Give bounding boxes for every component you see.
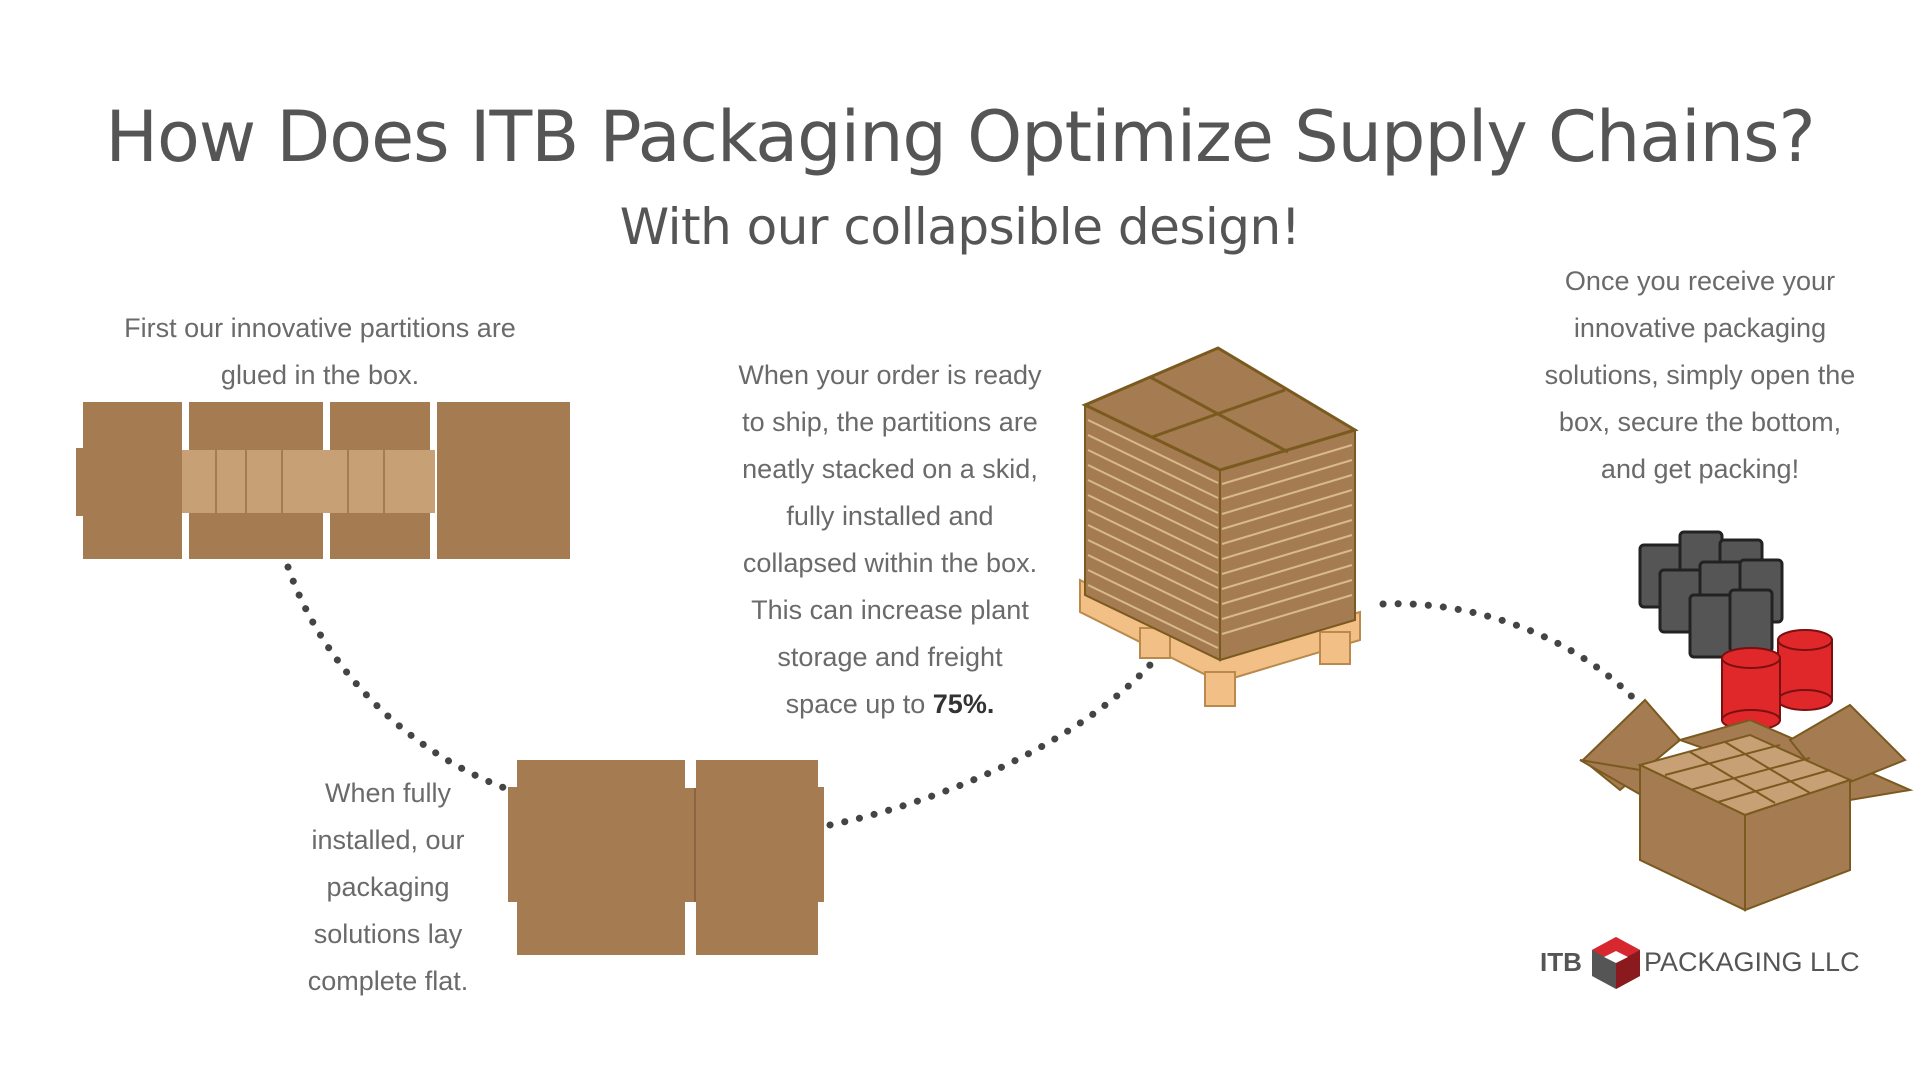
step1-line: First our innovative partitions are xyxy=(124,313,516,343)
logo-text-packaging: PACKAGING LLC xyxy=(1644,947,1860,977)
step3-line: storage and freight xyxy=(777,642,1003,672)
step4-line: innovative packaging xyxy=(1573,313,1827,343)
step3-line: to ship, the partitions are xyxy=(742,407,1038,437)
page-title: How Does ITB Packaging Optimize Supply C… xyxy=(105,96,1815,178)
step1-text: First our innovative partitions are glue… xyxy=(90,305,550,399)
step3-line: collapsed within the box. xyxy=(742,548,1038,578)
dotted-connectors xyxy=(284,563,1644,829)
step3-line: When your order is ready xyxy=(738,360,1042,390)
connector-2 xyxy=(826,661,1154,829)
step3-prefix: space up to xyxy=(785,689,933,719)
step2-line: solutions lay xyxy=(313,919,463,949)
pallet-stack xyxy=(1079,346,1361,707)
step4-line: Once you receive your xyxy=(1564,266,1836,296)
step4-line: and get packing! xyxy=(1600,454,1800,484)
step4-line: box, secure the bottom, xyxy=(1558,407,1842,437)
step3-line: This can increase plant xyxy=(751,595,1029,625)
step3-line: fully installed and xyxy=(786,501,994,531)
step3-line: neatly stacked on a skid, xyxy=(742,454,1038,484)
connector-1 xyxy=(284,563,514,794)
flat-box-with-partitions xyxy=(76,402,570,559)
stacked-box-layers xyxy=(1087,419,1353,649)
step3-text: When your order is ready to ship, the pa… xyxy=(700,352,1080,728)
step2-text: When fully installed, our packaging solu… xyxy=(268,770,508,1005)
company-logo: ITB PACKAGING LLC xyxy=(1540,935,1870,995)
connector-3 xyxy=(1379,600,1644,709)
step2-line: packaging xyxy=(326,872,450,902)
step2-line: When fully xyxy=(324,778,452,808)
glued-partition-strip xyxy=(182,450,435,513)
step3-last-line: space up to 75%. xyxy=(700,681,1080,728)
step4-text: Once you receive your innovative packagi… xyxy=(1500,258,1900,493)
page-subtitle: With our collapsible design! xyxy=(619,198,1301,256)
step3-percent: 75%. xyxy=(932,689,995,719)
step4-line: solutions, simply open the xyxy=(1544,360,1856,390)
open-box-with-products xyxy=(1579,530,1914,912)
can-products xyxy=(1721,629,1833,731)
logo-cube-icon xyxy=(1592,937,1640,989)
step2-line: installed, our xyxy=(311,825,465,855)
step2-line: complete flat. xyxy=(307,966,469,996)
logo-text-itb: ITB xyxy=(1540,947,1582,977)
collapsed-flat-box xyxy=(508,760,824,955)
step1-line: glued in the box. xyxy=(220,360,420,390)
pouch-products xyxy=(1638,530,1784,659)
